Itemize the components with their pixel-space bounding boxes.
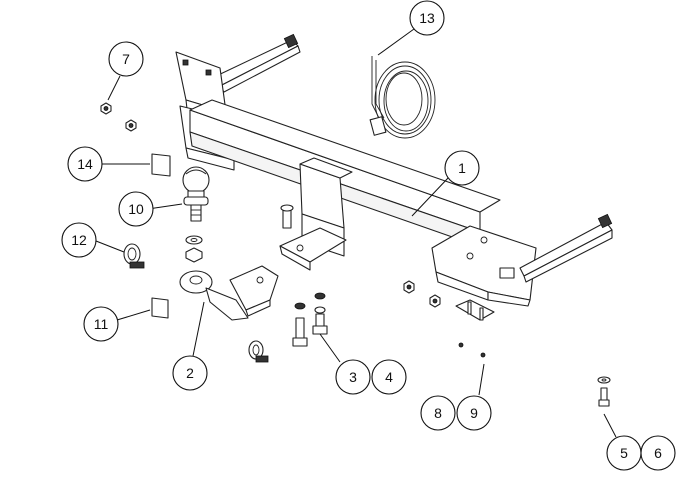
label-plate xyxy=(151,297,169,319)
callout-3: 3 xyxy=(335,359,371,395)
callout-10-label: 10 xyxy=(128,201,144,217)
bolt-set-5-6 xyxy=(597,376,611,407)
nut-group-7 xyxy=(100,102,137,132)
callout-12: 12 xyxy=(61,222,97,258)
callout-11: 11 xyxy=(83,306,119,342)
callout-9: 9 xyxy=(456,395,492,431)
callout-13-label: 13 xyxy=(419,10,435,26)
callout-5-label: 5 xyxy=(620,445,628,461)
callout-12-label: 12 xyxy=(71,232,87,248)
reflector-plate xyxy=(151,153,171,177)
bolt-set-3-4 xyxy=(292,292,328,347)
tow-ball xyxy=(182,166,210,222)
tow-bar-crossbeam xyxy=(175,33,613,307)
callout-13: 13 xyxy=(409,0,445,36)
small-nut xyxy=(458,342,464,348)
lower-shackle xyxy=(248,340,269,363)
shackle-eye xyxy=(123,243,145,269)
callout-6: 6 xyxy=(640,435,676,471)
callout-14: 14 xyxy=(67,146,103,182)
callout-7: 7 xyxy=(108,41,144,77)
callout-10: 10 xyxy=(118,191,154,227)
callout-4-label: 4 xyxy=(385,369,393,385)
small-washer xyxy=(480,352,486,358)
callout-8: 8 xyxy=(420,395,456,431)
wiring-harness xyxy=(369,56,436,139)
tow-ball-mounting-bracket xyxy=(179,265,279,321)
callout-4: 4 xyxy=(371,359,407,395)
callout-2: 2 xyxy=(172,355,208,391)
callout-5: 5 xyxy=(606,435,642,471)
callout-8-label: 8 xyxy=(434,405,442,421)
callout-7-label: 7 xyxy=(122,51,130,67)
clamp-plate xyxy=(455,299,495,321)
callout-9-label: 9 xyxy=(470,405,478,421)
callout-1: 1 xyxy=(444,150,480,186)
washer-stack xyxy=(185,235,203,263)
callout-11-label: 11 xyxy=(94,316,109,332)
callout-1-label: 1 xyxy=(458,160,466,176)
callout-6-label: 6 xyxy=(654,445,662,461)
nut-group-right xyxy=(403,280,441,308)
callout-3-label: 3 xyxy=(349,369,357,385)
callout-14-label: 14 xyxy=(77,156,93,172)
callout-2-label: 2 xyxy=(186,365,194,381)
leader-lines xyxy=(95,28,617,438)
